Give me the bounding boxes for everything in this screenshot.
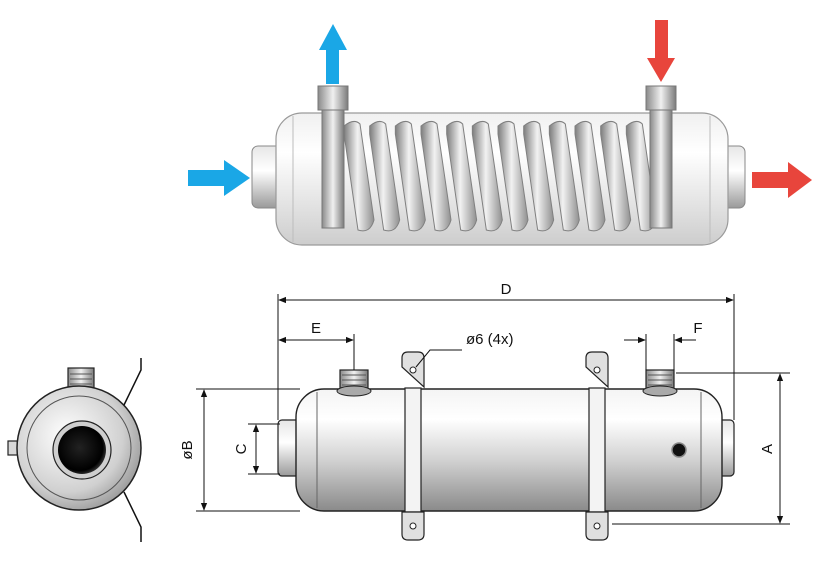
- end-view-bore: [58, 426, 106, 474]
- end-view-bracket-top: [123, 358, 142, 406]
- end-view-bracket-bottom: [123, 491, 142, 542]
- cutaway-view: [251, 85, 746, 246]
- dim-label-b: øB: [179, 440, 196, 459]
- hole-note-label: ø6 (4x): [466, 331, 514, 348]
- dimension-lines: [196, 294, 790, 525]
- hot-outlet-arrow: [752, 162, 812, 198]
- helical-coil: [343, 120, 657, 232]
- cold-outlet-arrow-up: [319, 24, 347, 84]
- mounting-strap-left: [404, 387, 422, 513]
- mounting-hole: [409, 522, 417, 530]
- coil-turn: [548, 120, 580, 232]
- cold-inlet-arrow: [188, 160, 250, 196]
- coil-turn: [497, 120, 529, 232]
- flow-arrows: [188, 20, 812, 198]
- coil-turn: [574, 120, 606, 232]
- end-view: [7, 358, 142, 542]
- mounting-hole: [593, 522, 601, 530]
- side-view: [277, 351, 735, 541]
- mounting-strap-right: [588, 387, 606, 513]
- coil-turn: [394, 120, 426, 232]
- dim-label-f: F: [693, 320, 702, 337]
- sensor-port: [671, 442, 687, 458]
- dim-label-d: D: [501, 281, 512, 298]
- hole-leader: [415, 349, 462, 368]
- coil-turn: [369, 120, 401, 232]
- dim-label-c: C: [233, 443, 250, 454]
- mounting-hole: [593, 366, 601, 374]
- coil-turn: [446, 120, 478, 232]
- side-view-shell: [295, 388, 723, 512]
- hot-inlet-arrow-down: [647, 20, 675, 82]
- coil-turn: [343, 120, 375, 232]
- dim-label-a: A: [759, 444, 776, 454]
- coil-turn: [523, 120, 555, 232]
- dim-label-e: E: [311, 320, 321, 337]
- mounting-hole: [409, 366, 417, 374]
- coil-turn: [600, 120, 632, 232]
- coil-turn: [420, 120, 452, 232]
- coil-turn: [471, 120, 503, 232]
